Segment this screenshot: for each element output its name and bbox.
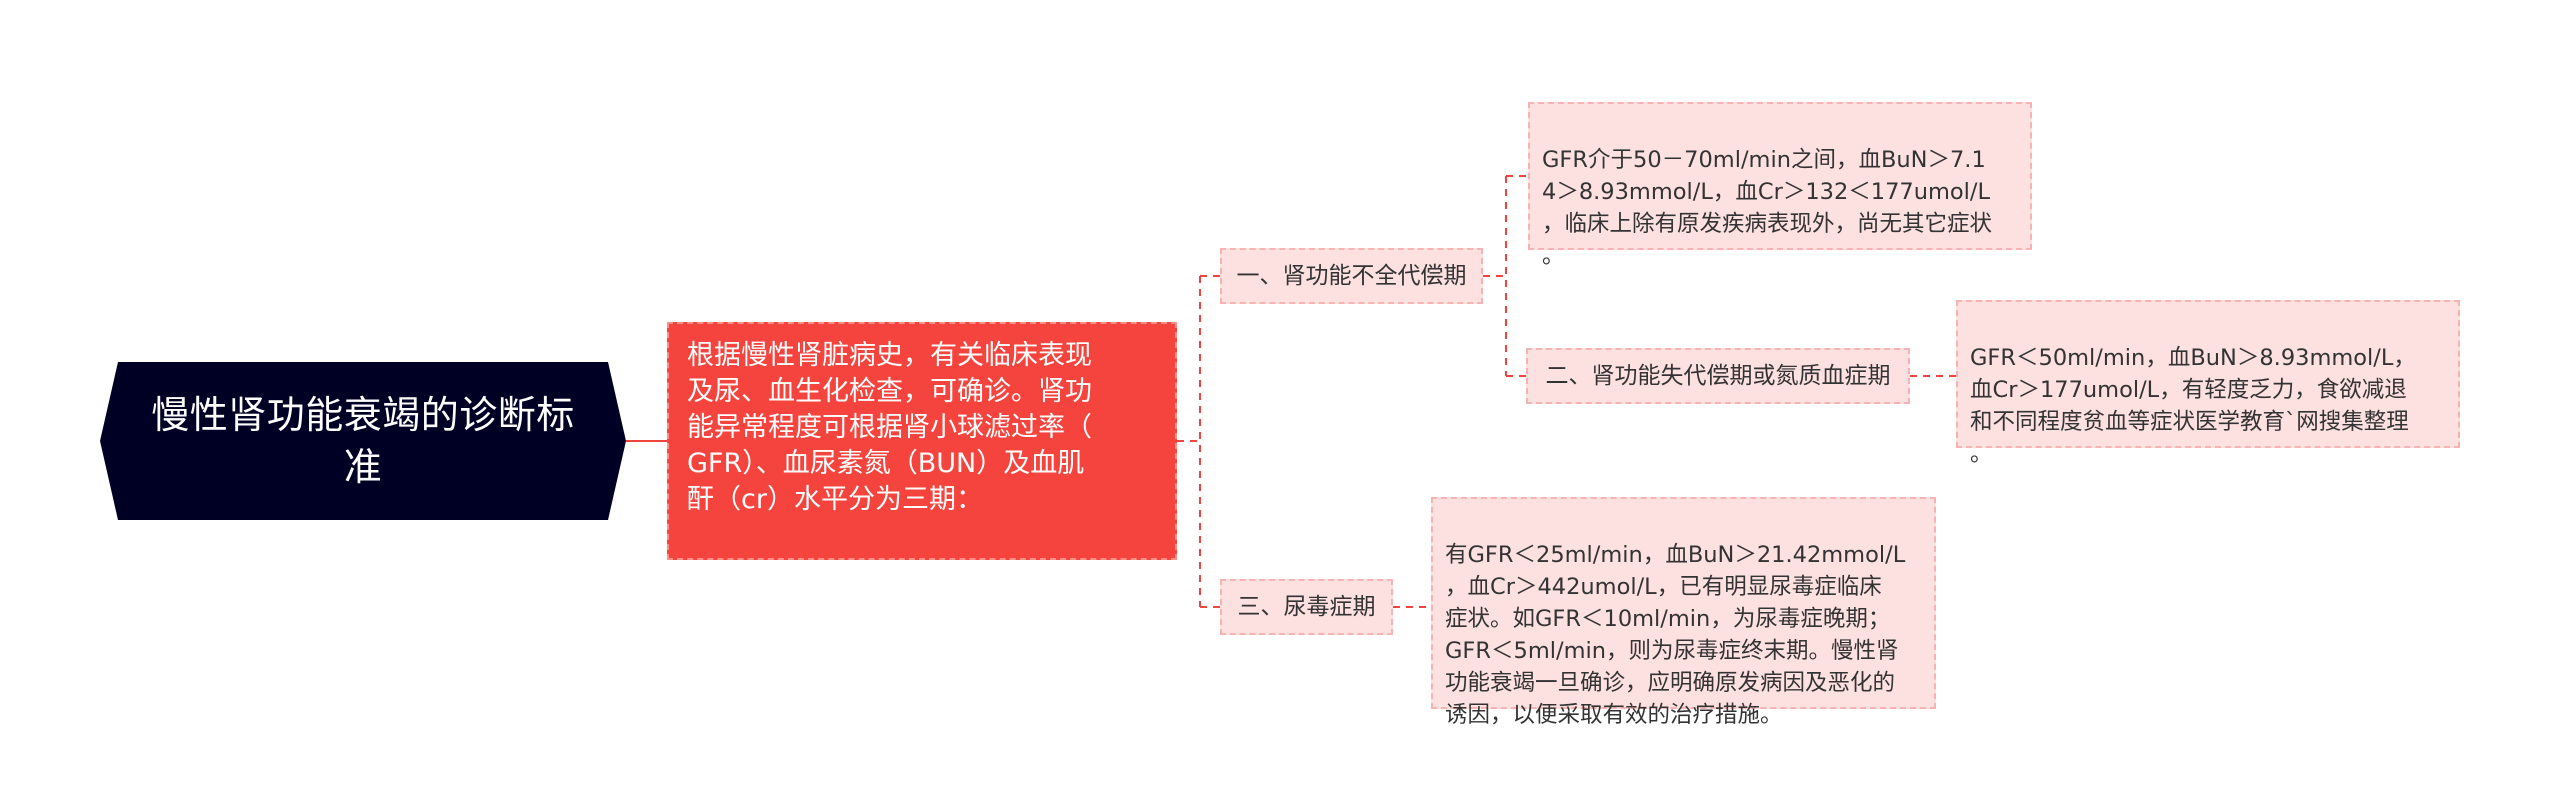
stage-node-decompensated[interactable]: 二、肾功能失代偿期或氮质血症期 — [1526, 348, 1910, 404]
stage-node-uremia[interactable]: 三、尿毒症期 — [1220, 579, 1393, 635]
detail-node-compensated[interactable]: GFR介于50－70ml/min之间，血BuN＞7.1 4＞8.93mmol/L… — [1528, 102, 2032, 269]
stage-label-decompensated: 二、肾功能失代偿期或氮质血症期 — [1545, 363, 1891, 389]
detail-text-compensated: GFR介于50－70ml/min之间，血BuN＞7.1 4＞8.93mmol/L… — [1542, 147, 1993, 269]
main-topic-text: 根据慢性肾脏病史，有关临床表现 及尿、血生化检查，可确诊。肾功 能异常程度可根据… — [687, 340, 1092, 515]
detail-text-uremia: 有GFR＜25ml/min，血BuN＞21.42mmol/L ，血Cr＞442u… — [1445, 542, 1906, 728]
root-title: 慢性肾功能衰竭的诊断标准 — [151, 393, 575, 489]
stage-label-compensated: 一、肾功能不全代偿期 — [1236, 263, 1467, 289]
detail-node-uremia[interactable]: 有GFR＜25ml/min，血BuN＞21.42mmol/L ，血Cr＞442u… — [1431, 497, 1936, 728]
detail-node-decompensated[interactable]: GFR＜50ml/min，血BuN＞8.93mmol/L， 血Cr＞177umo… — [1956, 300, 2460, 467]
detail-text-decompensated: GFR＜50ml/min，血BuN＞8.93mmol/L， 血Cr＞177umo… — [1970, 345, 2416, 467]
stage-node-compensated[interactable]: 一、肾功能不全代偿期 — [1220, 248, 1483, 304]
stage-label-uremia: 三、尿毒症期 — [1237, 594, 1376, 620]
main-topic-node[interactable]: 根据慢性肾脏病史，有关临床表现 及尿、血生化检查，可确诊。肾功 能异常程度可根据… — [667, 322, 1177, 560]
root-node[interactable]: 慢性肾功能衰竭的诊断标准 — [100, 362, 626, 520]
